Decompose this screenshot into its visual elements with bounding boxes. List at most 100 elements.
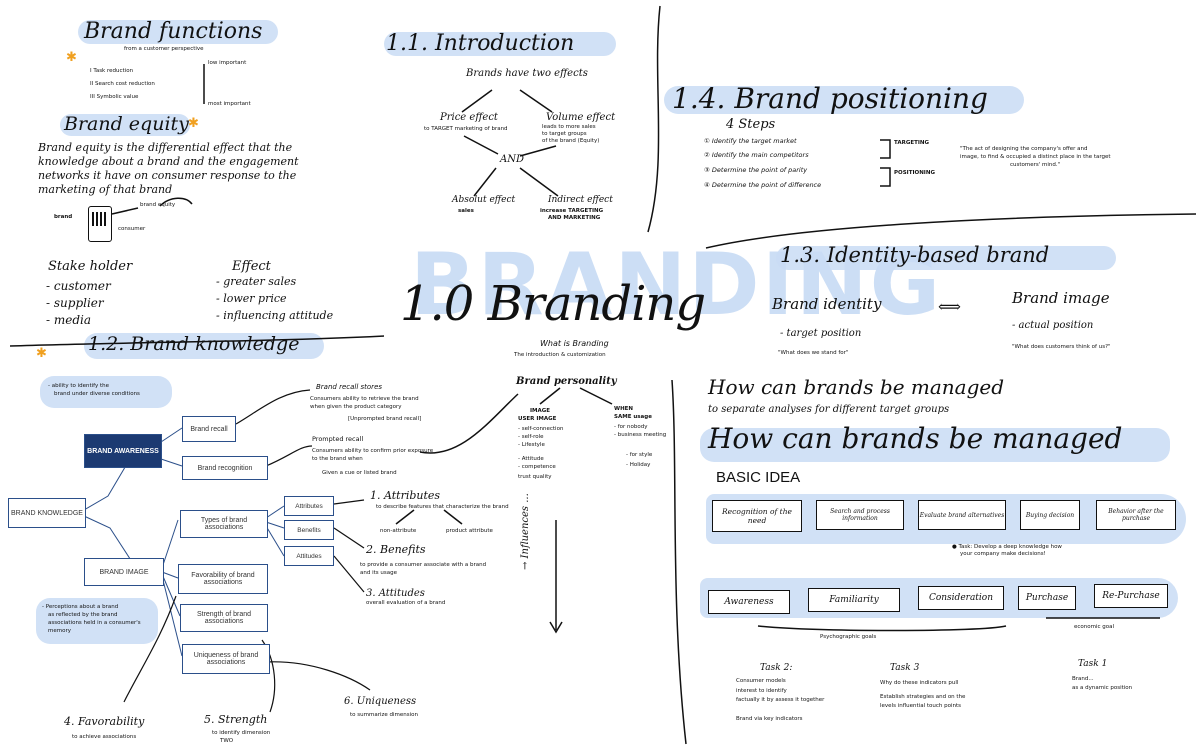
basic-idea-heading: BASIC IDEA <box>716 469 801 486</box>
effect-1: - greater sales <box>216 275 297 288</box>
positioning-quote-1: "The act of designing the company's offe… <box>960 146 1088 152</box>
personality-left-1: IMAGE <box>530 408 551 414</box>
highlight-positioning <box>664 86 1024 114</box>
favorability-description: to achieve associations <box>72 734 137 740</box>
attributes-left: non-attribute <box>380 528 417 534</box>
positioning-step-2: ② Identify the main competitors <box>704 151 809 159</box>
brand-equity-def-2: knowledge about a brand and the engageme… <box>38 155 299 168</box>
personality-right-4: - business meeting <box>614 432 667 438</box>
positioning-title: 1.4. Brand positioning <box>672 82 988 115</box>
highlight-brand-functions <box>78 20 278 44</box>
brand-knowledge-title: 1.2. Brand knowledge <box>88 333 300 355</box>
brand-image-sub: - actual position <box>1012 320 1094 331</box>
highlight-introduction <box>384 32 616 56</box>
attributes-description: to describe features that characterize t… <box>376 504 509 510</box>
brand-equity-def-3: networks it have on consumer response to… <box>38 169 297 182</box>
central-subtitle-1: What is Branding <box>540 339 609 348</box>
image-note-1: - Perceptions about a brand <box>42 604 119 610</box>
positioning-quote-2: image, to find & occupied a distinct pla… <box>960 154 1111 160</box>
node-brand-knowledge: BRAND KNOWLEDGE <box>8 498 86 528</box>
brand-identity-title: Brand identity <box>772 295 882 313</box>
benefits-description-2: and its usage <box>360 570 397 576</box>
brand-functions-side-top: low important <box>208 60 247 66</box>
node-strength: Strength of brand associations <box>180 604 268 632</box>
highlight-knowledge <box>84 333 324 359</box>
recall-note-1: Brand recall stores <box>316 383 383 391</box>
positioning-step-4: ④ Determine the point of difference <box>704 181 822 189</box>
personality-right-3: - for nobody <box>614 424 648 430</box>
brand-equity-def-1: Brand equity is the differential effect … <box>38 141 293 154</box>
brand-equity-sketch-right: consumer <box>118 226 146 232</box>
node-uniqueness: Uniqueness of brand associations <box>182 644 270 674</box>
awareness-note-2: brand under diverse conditions <box>54 391 140 397</box>
task2-line-2: interest to identify <box>736 688 787 694</box>
node-attitudes: Attitudes <box>284 546 334 566</box>
uniqueness-description: to summarize dimension <box>350 712 419 718</box>
highlight-awareness-note <box>40 376 172 408</box>
task2-line-1: Consumer models <box>736 678 786 684</box>
brand-sketch-icon <box>88 206 112 242</box>
recog-note-2: Consumers ability to confirm prior expos… <box>312 448 434 454</box>
star-icon: ✱ <box>188 116 199 131</box>
recog-note-3: to the brand when <box>312 456 363 462</box>
personality-right-7: - Holiday <box>626 462 651 468</box>
personality-left-8: trust quality <box>518 474 552 480</box>
brand-equity-sketch-top: brand equity <box>140 202 176 208</box>
funnel-stage-purchase: Purchase <box>1018 586 1076 610</box>
identity-title: 1.3. Identity-based brand <box>780 243 1050 267</box>
image-note-2: as reflected by the brand <box>48 612 118 618</box>
identity-image-arrow: ⟺ <box>938 297 961 316</box>
task1-line-2: as a dynamic position <box>1072 685 1133 691</box>
indirect-effect-sub-1: increase TARGETING <box>540 208 604 214</box>
price-effect-label: Price effect <box>440 112 498 123</box>
indirect-effect-label: Indirect effect <box>548 195 613 205</box>
node-brand-awareness: BRAND AWARENESS <box>84 434 162 468</box>
strength-heading: 5. Strength <box>204 713 268 726</box>
recall-note-4: [Unprompted brand recall] <box>348 416 422 422</box>
managed-question-1-sub: to separate analyses for different targe… <box>708 404 950 415</box>
funnel-step-search: Search and process information <box>816 500 904 530</box>
task3-line-1: Why do these indicators pull <box>880 680 959 686</box>
brand-function-2: II Search cost reduction <box>90 81 155 87</box>
introduction-subtitle: Brands have two effects <box>466 68 588 79</box>
uniqueness-heading: 6. Uniqueness <box>344 696 417 707</box>
shopping-bag-icon <box>92 212 106 226</box>
effect-2: - lower price <box>216 292 287 305</box>
star-icon: ✱ <box>66 50 77 65</box>
task1-line-1: Brand... <box>1072 676 1094 682</box>
brand-image-title: Brand image <box>1012 289 1110 307</box>
personality-right-2: SAME usage <box>614 414 652 420</box>
funnel-stage-familiarity: Familiarity <box>808 588 900 612</box>
attitudes-description: overall evaluation of a brand <box>366 600 446 606</box>
managed-question-1: How can brands be managed <box>708 375 1005 399</box>
central-subtitle-2: The introduction & customization <box>514 352 606 358</box>
funnel-stage-consideration: Consideration <box>918 586 1004 610</box>
task3-line-2: Establish strategies and on the <box>880 694 966 700</box>
brand-functions-subtitle: from a customer perspective <box>124 46 204 52</box>
highlight-image-note <box>36 598 158 644</box>
personality-left-3: - self-connection <box>518 426 564 432</box>
effect-3: - influencing attitude <box>216 309 334 322</box>
star-icon: ✱ <box>36 346 47 361</box>
stakeholder-1: - customer <box>46 279 111 293</box>
absolute-effect-label: Absolut effect <box>452 195 516 205</box>
positioning-quote-3: customers' mind." <box>1010 162 1061 168</box>
image-note-3: associations held in a consumer's <box>48 620 141 626</box>
strength-description-2: TWO <box>220 738 234 744</box>
personality-left-5: - Lifestyle <box>518 442 545 448</box>
benefits-description-1: to provide a consumer associate with a b… <box>360 562 487 568</box>
recall-note-2: Consumers ability to retrieve the brand <box>310 396 419 402</box>
indirect-effect-sub-2: AND MARKETING <box>548 215 601 221</box>
volume-effect-sub-3: of the brand (Equity) <box>542 138 600 144</box>
attitudes-heading: 3. Attitudes <box>366 588 425 599</box>
brand-function-1: I Task reduction <box>90 68 134 74</box>
recog-note-4: Given a cue or listed brand <box>322 470 397 476</box>
absolute-effect-sub: sales <box>458 208 474 214</box>
personality-left-4: - self-role <box>518 434 544 440</box>
targeting-tag: TARGETING <box>894 140 930 146</box>
funnel-step-evaluate: Evaluate brand alternatives <box>918 500 1006 530</box>
funnel-stage-repurchase: Re-Purchase <box>1094 584 1168 608</box>
node-brand-recognition: Brand recognition <box>182 456 268 480</box>
